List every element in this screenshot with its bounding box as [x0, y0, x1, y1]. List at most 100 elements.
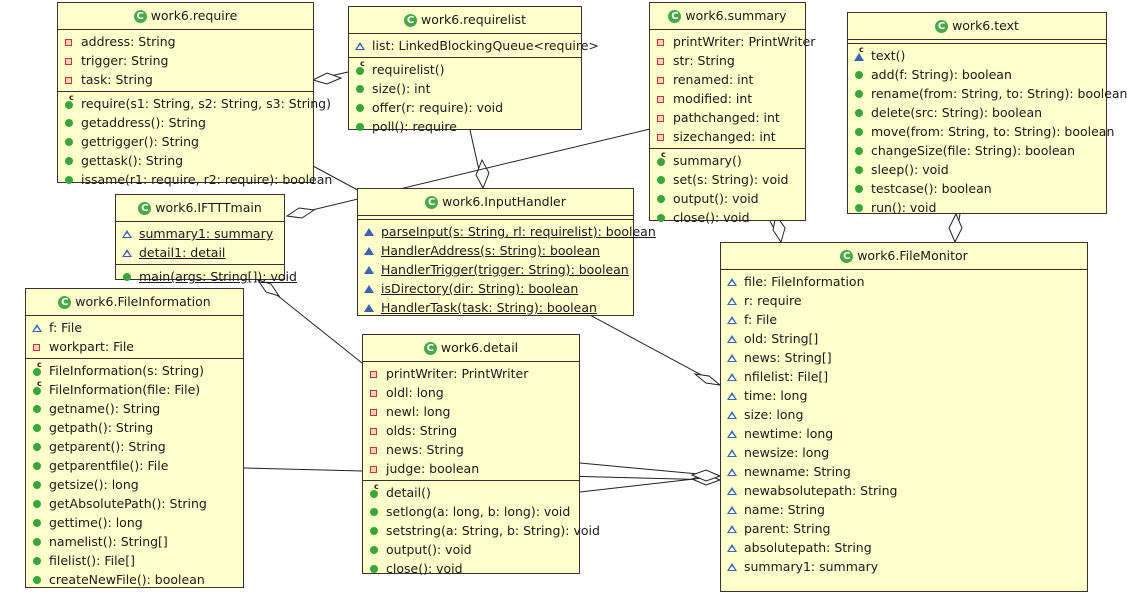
aggregation-diamond	[475, 158, 490, 190]
package-field-icon	[725, 389, 739, 403]
private-field-icon	[654, 73, 668, 87]
class-icon	[935, 20, 949, 33]
method-row: getsize(): long	[26, 475, 243, 494]
attribute-row: pathchanged: int	[650, 108, 805, 127]
attributes-section: list: LinkedBlockingQueue<require>	[349, 34, 599, 58]
class-icon	[58, 296, 72, 309]
attribute-row: oldl: long	[363, 383, 579, 402]
method-row: getAbsolutePath(): String	[26, 494, 243, 513]
aggregation-diamond	[948, 212, 963, 244]
public-method-icon	[654, 211, 668, 225]
method-row: testcase(): boolean	[848, 179, 1106, 198]
class-filemonitor[interactable]: work6.FileMonitor file: FileInformation …	[720, 242, 1088, 592]
attributes-section: printWriter: PrintWriter oldl: long newl…	[363, 362, 579, 481]
attribute-row: f: File	[721, 310, 1087, 329]
method-row: offer(r: require): void	[349, 98, 581, 117]
constructor-icon	[654, 151, 668, 168]
package-method-icon	[362, 225, 376, 239]
class-header: work6.detail	[363, 335, 579, 362]
attribute-row: newabsolutepath: String	[721, 481, 1087, 500]
public-method-icon	[62, 154, 76, 168]
private-field-icon	[654, 130, 668, 144]
methods-section: require(s1: String, s2: String, s3: Stri…	[58, 92, 332, 191]
package-field-icon	[725, 275, 739, 289]
constructor-icon	[852, 46, 866, 63]
private-field-icon	[367, 405, 381, 419]
package-field-icon	[30, 321, 44, 335]
class-text[interactable]: work6.text text() add(f: String): boolea…	[847, 12, 1127, 215]
method-row: set(s: String): void	[650, 170, 805, 189]
method-row: getpath(): String	[26, 418, 243, 437]
public-method-icon	[30, 402, 44, 416]
method-row: require(s1: String, s2: String, s3: Stri…	[58, 94, 331, 113]
method-row: size(): int	[349, 79, 581, 98]
attributes-section: file: FileInformation r: require f: File…	[721, 270, 1087, 578]
class-header: work6.text	[848, 13, 1106, 40]
class-requirelist[interactable]: work6.requirelist list: LinkedBlockingQu…	[348, 6, 599, 134]
private-field-icon	[654, 111, 668, 125]
attribute-row: sizechanged: int	[650, 127, 805, 146]
class-header: work6.IFTTTmain	[116, 195, 284, 222]
public-method-icon	[852, 125, 866, 139]
method-row: delete(src: String): boolean	[848, 103, 1106, 122]
class-header: work6.summary	[650, 3, 805, 30]
methods-section: requirelist() size(): int offer(r: requi…	[349, 58, 581, 138]
private-field-icon	[62, 73, 76, 87]
constructor-icon	[30, 361, 44, 378]
method-row: text()	[848, 46, 1106, 65]
public-method-icon	[62, 135, 76, 149]
attribute-row: newname: String	[721, 462, 1087, 481]
method-row: summary()	[650, 151, 805, 170]
class-inputhandler[interactable]: work6.InputHandler parseInput(s: String,…	[357, 188, 656, 319]
attribute-row: news: String[]	[721, 348, 1087, 367]
class-detail[interactable]: work6.detail printWriter: PrintWriter ol…	[362, 334, 600, 576]
private-field-icon	[654, 54, 668, 68]
method-row: isDirectory(dir: String): boolean	[358, 279, 633, 298]
method-row: HandlerTrigger(trigger: String): boolean	[358, 260, 633, 279]
package-method-icon	[362, 244, 376, 258]
public-method-icon	[30, 554, 44, 568]
class-header: work6.FileMonitor	[721, 243, 1087, 270]
aggregation-diamond	[690, 469, 722, 482]
package-field-icon	[725, 351, 739, 365]
method-row: setstring(a: String, b: String): void	[363, 521, 600, 540]
private-field-icon	[62, 35, 76, 49]
attribute-row: str: String	[650, 51, 805, 70]
method-row: getname(): String	[26, 399, 243, 418]
package-field-icon	[725, 522, 739, 536]
private-field-icon	[367, 386, 381, 400]
attribute-row: name: String	[721, 500, 1087, 519]
attribute-row: old: String[]	[721, 329, 1087, 348]
class-icon	[425, 196, 439, 209]
method-row: sleep(): void	[848, 160, 1106, 179]
attribute-row: judge: boolean	[363, 459, 579, 478]
attribute-row: detail1: detail	[116, 243, 284, 262]
attributes-section	[848, 40, 1106, 44]
method-row: rename(from: String, to: String): boolea…	[848, 84, 1127, 103]
package-field-icon	[725, 541, 739, 555]
method-row: getparentfile(): File	[26, 456, 243, 475]
public-method-icon	[852, 87, 866, 101]
class-summary[interactable]: work6.summary printWriter: PrintWriter s…	[649, 2, 815, 225]
method-row: changeSize(file: String): boolean	[848, 141, 1106, 160]
public-method-icon	[367, 562, 381, 576]
private-field-icon	[62, 54, 76, 68]
class-header: work6.requirelist	[349, 7, 581, 34]
attribute-row: file: FileInformation	[721, 272, 1087, 291]
private-field-icon	[367, 443, 381, 457]
public-method-icon	[367, 524, 381, 538]
public-method-icon	[353, 101, 367, 115]
class-require[interactable]: work6.require address: String trigger: S…	[57, 2, 332, 187]
methods-section: parseInput(s: String, rl: requirelist): …	[358, 220, 656, 319]
methods-section: text() add(f: String): boolean rename(fr…	[848, 44, 1127, 219]
attributes-section: f: File workpart: File	[26, 316, 243, 359]
class-fileinformation[interactable]: work6.FileInformation f: File workpart: …	[25, 288, 244, 588]
method-row: setlong(a: long, b: long): void	[363, 502, 579, 521]
class-iftttmain[interactable]: work6.IFTTTmain summary1: summary detail…	[115, 194, 297, 284]
public-method-icon	[852, 201, 866, 215]
public-method-icon	[852, 163, 866, 177]
method-row: output(): void	[650, 189, 805, 208]
method-row: FileInformation(s: String)	[26, 361, 243, 380]
package-field-icon	[725, 465, 739, 479]
package-field-icon	[725, 427, 739, 441]
